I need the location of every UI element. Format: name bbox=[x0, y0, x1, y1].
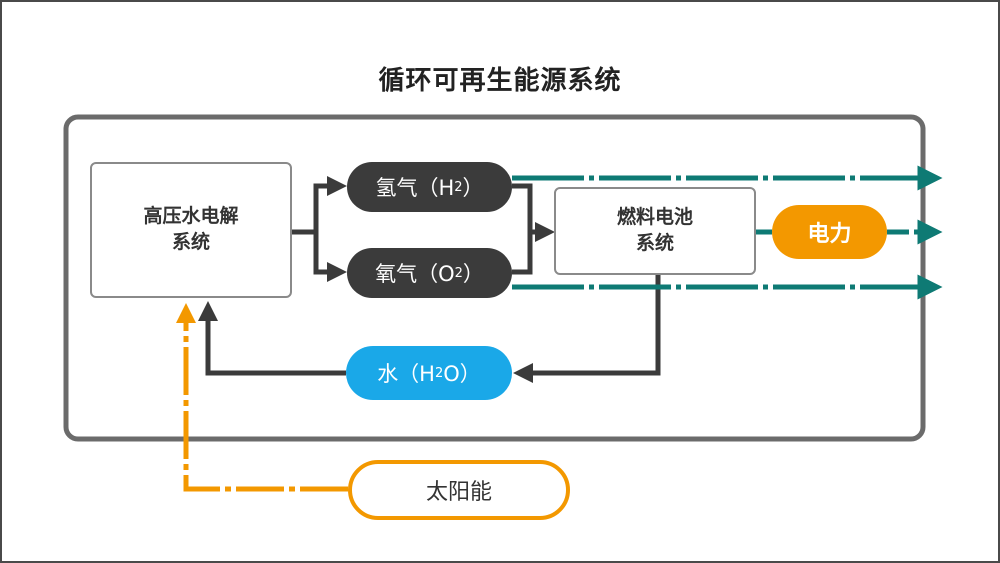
water-label-prefix: 水（H bbox=[377, 362, 435, 386]
solar-energy-node: 太阳能 bbox=[348, 460, 570, 520]
arrow-solar-to-electrolysis bbox=[176, 302, 348, 492]
oxygen-label-suffix: ） bbox=[462, 262, 484, 286]
hydrogen-label-suffix: ） bbox=[462, 176, 484, 200]
water-label-subscript: 2 bbox=[434, 365, 444, 381]
power-node: 电力 bbox=[772, 205, 887, 259]
diagram-title: 循环可再生能源系统 bbox=[378, 66, 622, 96]
hydrogen-label-prefix: 氢气（H bbox=[375, 176, 455, 200]
electrolysis-system-box: 高压水电解 系统 bbox=[90, 162, 292, 298]
arrow-hydrogen-to-fuel-cell bbox=[512, 183, 556, 242]
electrolysis-label-line2: 系统 bbox=[171, 231, 210, 253]
arrow-electrolysis-to-hydrogen bbox=[292, 176, 348, 235]
fuel-cell-label-line2: 系统 bbox=[635, 232, 674, 254]
power-label: 电力 bbox=[807, 222, 852, 247]
arrow-water-to-electrolysis bbox=[198, 300, 346, 376]
oxygen-label-subscript: 2 bbox=[454, 265, 463, 281]
electrolysis-label-line1: 高压水电解 bbox=[143, 205, 239, 228]
water-label-suffix: O） bbox=[443, 362, 481, 386]
solar-label: 太阳能 bbox=[425, 480, 492, 505]
fuel-cell-system-box: 燃料电池 系统 bbox=[554, 187, 756, 275]
arrow-fuel-cell-to-water bbox=[512, 275, 661, 383]
oxygen-label-prefix: 氧气（O bbox=[375, 262, 455, 286]
arrow-electrolysis-to-oxygen bbox=[313, 232, 348, 282]
hydrogen-label-subscript: 2 bbox=[454, 179, 463, 195]
fuel-cell-label-line1: 燃料电池 bbox=[616, 206, 693, 229]
line-oxygen-to-fuel-cell bbox=[512, 232, 533, 275]
